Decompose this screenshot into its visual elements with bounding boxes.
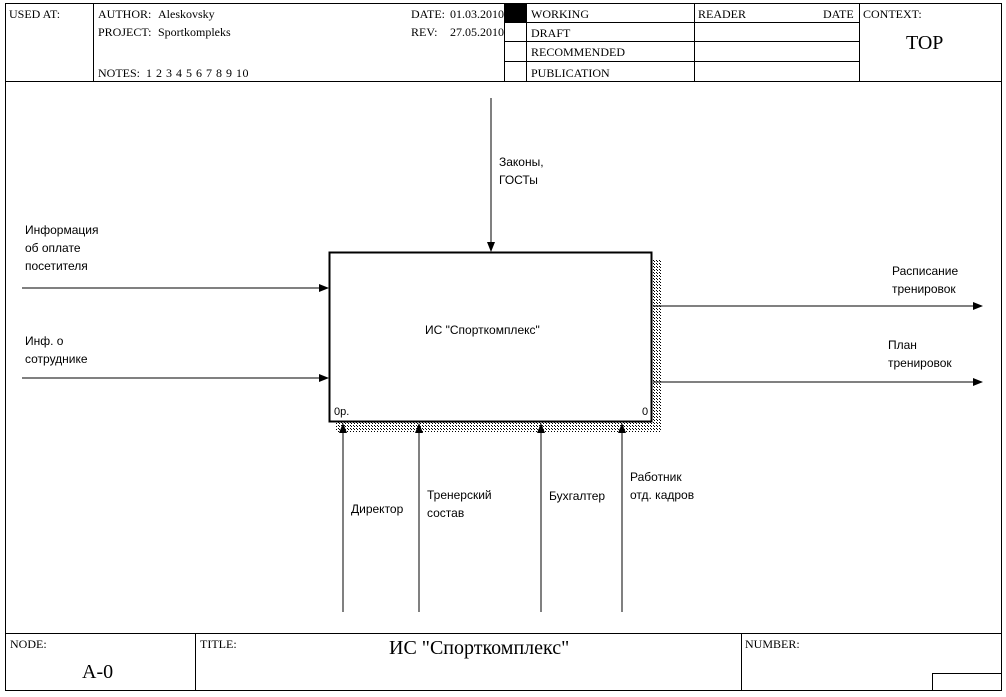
reader-label: READER xyxy=(698,7,746,21)
mechanism-label-hr: Работник отд. кадров xyxy=(630,470,695,502)
author-value: Aleskovsky xyxy=(158,7,215,21)
rev-label: REV: xyxy=(411,25,438,39)
status-draft: DRAFT xyxy=(531,26,571,40)
node-value: A-0 xyxy=(82,661,114,683)
activity-box[interactable] xyxy=(328,251,653,423)
reader-date-label: DATE xyxy=(823,7,854,21)
footer-top-rule xyxy=(5,633,1002,634)
mechanism-label-trainers: Тренерский состав xyxy=(427,488,492,520)
status-publication: PUBLICATION xyxy=(531,66,610,80)
header-divider xyxy=(694,3,695,81)
activity-box-shadow xyxy=(336,422,662,432)
header-bottom-rule xyxy=(5,81,1002,82)
title-value: ИС "Спорткомплекс" xyxy=(389,637,570,659)
project-label: PROJECT: xyxy=(98,25,152,39)
used-at-label: USED AT: xyxy=(9,7,61,21)
header-divider xyxy=(859,3,860,81)
output-label-schedule: Расписание тренировок xyxy=(892,264,959,296)
title-label: TITLE: xyxy=(200,637,237,651)
status-working: WORKING xyxy=(531,7,589,21)
output-label-plan: План тренировок xyxy=(888,338,952,370)
context-label: CONTEXT: xyxy=(863,7,922,21)
author-label: AUTHOR: xyxy=(98,7,152,21)
activity-box-right-code: 0 xyxy=(642,406,649,418)
activity-box-shadow xyxy=(652,259,662,432)
rev-value: 27.05.2010 xyxy=(450,25,504,39)
status-working-marker xyxy=(505,4,526,22)
status-row-rule xyxy=(504,22,859,23)
notes-label: NOTES: xyxy=(98,66,140,80)
diagram-frame xyxy=(5,3,1002,691)
status-recommended: RECOMMENDED xyxy=(531,45,626,59)
header-divider xyxy=(504,3,505,81)
project-value: Sportkompleks xyxy=(158,25,231,39)
status-row-rule xyxy=(504,41,859,42)
footer-divider xyxy=(741,633,742,691)
control-label: Законы, ГОСТы xyxy=(499,155,544,187)
input-label-employee: Инф. о сотруднике xyxy=(25,334,88,366)
footer-corner-box xyxy=(932,673,1002,691)
number-label: NUMBER: xyxy=(745,637,800,651)
date-value: 01.03.2010 xyxy=(450,7,504,21)
activity-box-left-code: 0р. xyxy=(334,406,350,418)
activity-box-title: ИС "Спорткомплекс" xyxy=(425,323,540,337)
header-divider xyxy=(526,3,527,81)
context-value: TOP xyxy=(906,32,944,54)
notes-value: 1 2 3 4 5 6 7 8 9 10 xyxy=(146,66,249,80)
input-label-payment: Информация об оплате посетителя xyxy=(25,223,99,273)
header-divider xyxy=(93,3,94,81)
mechanism-label-director: Директор xyxy=(351,502,404,516)
date-label: DATE: xyxy=(411,7,445,21)
footer-divider xyxy=(195,633,196,691)
status-row-rule xyxy=(504,61,859,62)
node-label: NODE: xyxy=(10,637,47,651)
mechanism-label-accountant: Бухгалтер xyxy=(549,489,606,503)
